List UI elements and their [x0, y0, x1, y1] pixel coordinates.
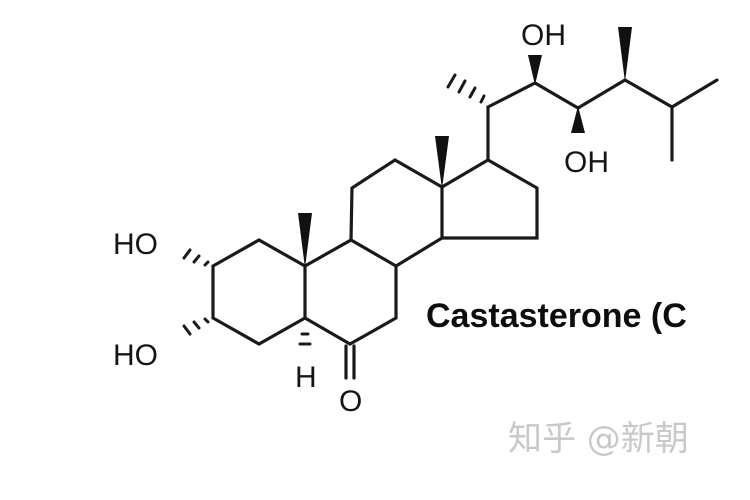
c22-oh-wedge	[528, 55, 542, 85]
ring-b	[303, 238, 398, 346]
c5-hashed-bond	[298, 332, 312, 346]
compound-name: Castasterone (C	[426, 297, 687, 335]
ring-a	[211, 238, 307, 346]
c24-methyl-wedge	[618, 27, 632, 82]
c2-hashed-bond	[182, 248, 210, 267]
ring-d	[440, 158, 539, 240]
c5-hydrogen-label: H	[295, 361, 317, 394]
c3-hashed-bond	[182, 317, 210, 336]
c23-oh-wedge	[571, 106, 585, 133]
watermark: 知乎 @新朝	[508, 419, 689, 459]
ring-c	[349, 158, 444, 268]
c21-hashed-bond	[446, 73, 486, 104]
c10-methyl-wedge	[298, 213, 312, 268]
c13-methyl-wedge	[435, 136, 449, 189]
c2-hydroxyl-label: HO	[113, 228, 158, 261]
side-chain	[486, 78, 719, 162]
c6-oxygen-label: O	[339, 385, 362, 418]
c3-hydroxyl-label: HO	[113, 339, 158, 372]
c23-hydroxyl-label: OH	[564, 146, 609, 179]
c22-hydroxyl-label: OH	[521, 19, 566, 52]
c6-carbonyl-bond	[344, 344, 356, 380]
